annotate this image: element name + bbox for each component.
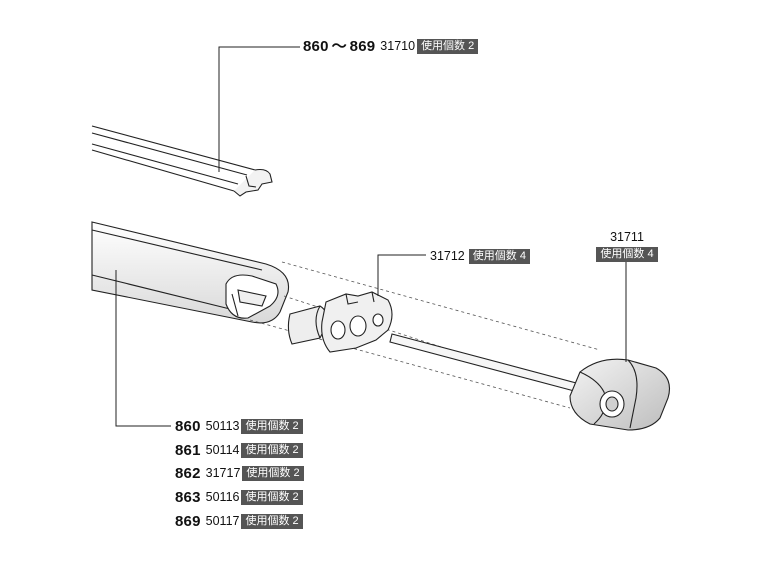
- top-strip-label: 860 ～ 869 31710 使用個数 2: [303, 38, 479, 55]
- part-number: 50117: [205, 514, 240, 529]
- part-number: 50116: [205, 490, 240, 505]
- model-range-tilde: ～: [331, 38, 347, 55]
- quantity-badge: 使用個数 2: [241, 514, 303, 529]
- rubber-strip-part: [91, 125, 273, 197]
- model-number: 862: [175, 465, 201, 482]
- sleeve-part: [287, 305, 328, 345]
- roof-bar-part: [91, 221, 290, 324]
- model-number: 863: [175, 489, 201, 506]
- model-range-start: 860: [303, 38, 329, 55]
- part-number: 50114: [205, 443, 240, 458]
- part-number: 31712: [430, 249, 465, 264]
- bar-row: 869 50117 使用個数 2: [175, 514, 303, 529]
- part-number: 31710: [380, 39, 416, 54]
- bar-row: 863 50116 使用個数 2: [175, 490, 303, 505]
- bracket-part: [321, 291, 393, 353]
- quantity-badge: 使用個数 4: [596, 246, 658, 262]
- rod-part: [389, 333, 581, 393]
- model-range-end: 869: [349, 38, 376, 55]
- part-number: 31711: [610, 230, 644, 244]
- model-number: 860: [175, 418, 201, 435]
- leader-line-bar: [115, 270, 171, 427]
- bracket-label: 31712 使用個数 4: [430, 249, 530, 264]
- quantity-badge: 使用個数 2: [241, 490, 303, 505]
- quantity-badge: 使用個数 2: [417, 39, 479, 54]
- leader-line-bracket: [377, 254, 426, 296]
- part-number: 31717: [205, 466, 241, 481]
- model-number: 861: [175, 442, 201, 459]
- bar-row: 860 50113 使用個数 2: [175, 419, 303, 434]
- endcap-label: 31711 使用個数 4: [595, 231, 659, 262]
- quantity-badge: 使用個数 2: [242, 466, 304, 481]
- bar-row: 862 31717 使用個数 2: [175, 466, 304, 481]
- bar-row: 861 50114 使用個数 2: [175, 443, 303, 458]
- model-number: 869: [175, 513, 201, 530]
- quantity-badge: 使用個数 2: [241, 419, 303, 434]
- end-cap-part: [569, 358, 671, 431]
- leader-line-top: [218, 46, 300, 172]
- part-number: 50113: [205, 419, 240, 434]
- quantity-badge: 使用個数 4: [468, 249, 530, 264]
- quantity-badge: 使用個数 2: [241, 443, 303, 458]
